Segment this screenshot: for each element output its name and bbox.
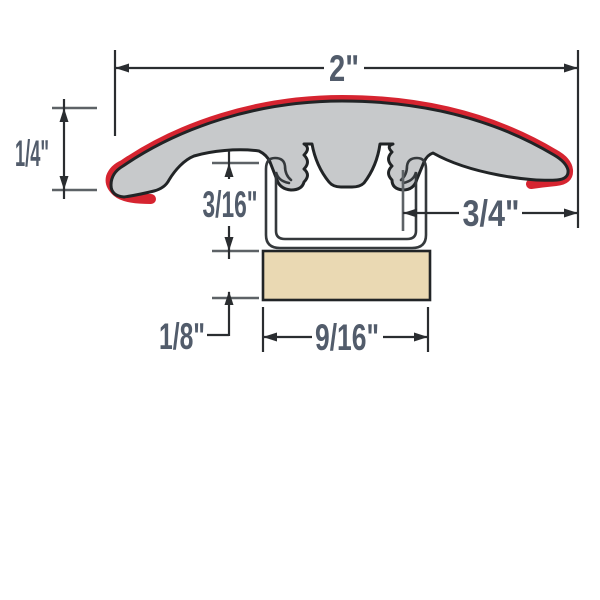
arrowhead-up <box>224 291 234 305</box>
arrowhead-down <box>224 237 234 251</box>
arrowhead-left <box>403 208 417 218</box>
dim-base-width <box>261 307 430 352</box>
label-overall-width: 2" <box>329 48 359 89</box>
base-pad <box>261 249 432 302</box>
arrowhead-left <box>263 332 277 342</box>
arrowhead-right <box>564 63 578 73</box>
arrowhead-down <box>59 176 69 190</box>
label-base-width: 9/16" <box>315 317 379 358</box>
dim-overall-width <box>113 50 580 228</box>
track-outer-outline <box>264 156 428 250</box>
arrowhead-right <box>414 332 428 342</box>
arrowhead-left <box>115 63 129 73</box>
label-channel-depth: 3/16" <box>203 184 258 225</box>
dim-overlap-reach <box>403 208 578 218</box>
profile-cap <box>109 99 570 199</box>
dim-profile-height <box>59 99 69 199</box>
label-overlap-reach: 3/4" <box>463 193 520 234</box>
dimension-labels: 2" 1/4" 3/16" 3/4" 1/8" 9/16" <box>15 48 520 358</box>
dim-channel-depth <box>224 151 234 259</box>
label-profile-height: 1/4" <box>15 133 49 174</box>
arrowhead-up <box>224 163 234 177</box>
dim-base-thickness <box>207 291 234 337</box>
datum-ticks <box>52 106 405 300</box>
arrowhead-up <box>59 108 69 122</box>
label-base-thickness: 1/8" <box>159 316 205 357</box>
track-inner-outline <box>274 171 418 241</box>
arrowhead-right <box>564 208 578 218</box>
